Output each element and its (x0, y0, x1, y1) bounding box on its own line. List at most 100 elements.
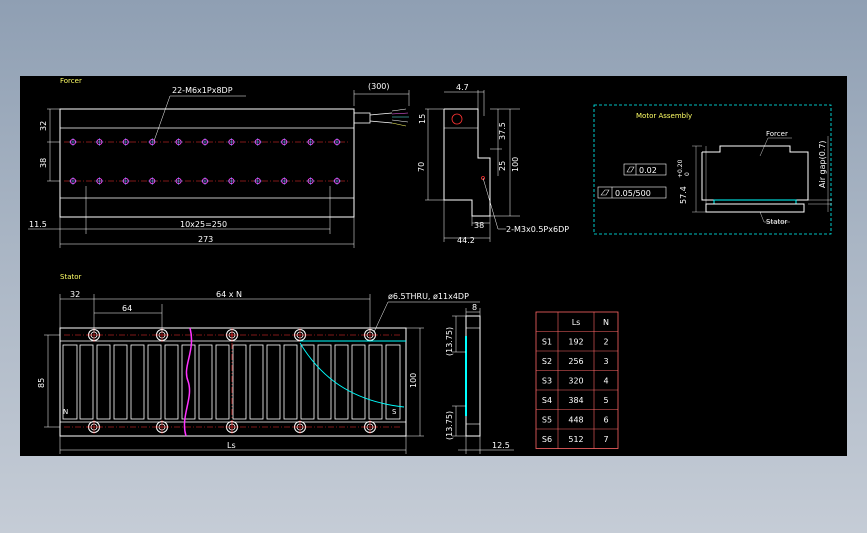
forcer-left-dims (47, 108, 60, 182)
side-dim-100: 100 (511, 157, 520, 172)
motor-stator-label: Stator (766, 218, 788, 226)
forcer-tapped-holes (69, 138, 341, 185)
parallelism-tolerance: 0.05/500 (615, 189, 651, 198)
magnet-segment (283, 344, 298, 420)
forcer-tap-note: 22-M6x1Px8DP (172, 86, 233, 95)
tapped-hole (69, 138, 77, 146)
magnet-segment (198, 344, 213, 420)
tapped-hole (227, 177, 236, 185)
magnet-segment (385, 344, 401, 420)
forcer-cable (353, 90, 410, 127)
tapped-hole (306, 138, 315, 146)
table-cell: 512 (568, 435, 583, 444)
stator-side-dim-bottom: (13.75) (445, 411, 454, 440)
side-dim-70: 70 (417, 162, 426, 172)
magnet-segment (130, 344, 145, 420)
tapped-hole (306, 177, 315, 185)
side-dim-25: 25 (498, 161, 507, 171)
table-cell: 4 (603, 376, 608, 385)
stator-pole-s: S (392, 408, 397, 416)
tapped-hole (121, 138, 130, 146)
table-cell: 2 (603, 337, 608, 346)
magnet-segment (147, 344, 162, 420)
tapped-hole (95, 138, 104, 146)
table-cell: S1 (542, 337, 552, 346)
side-dim-15: 15 (418, 114, 427, 124)
stator-side-dim-8: 8 (472, 303, 477, 312)
magnet-segment (317, 344, 332, 420)
side-screw-note: 2-M3x0.5Px6DP (506, 225, 569, 234)
forcer-section-title: Forcer (60, 77, 82, 85)
mounting-hole (155, 420, 169, 434)
forcer-dim-38: 38 (39, 158, 48, 168)
tapped-hole (174, 138, 183, 146)
magnet-segment (96, 344, 111, 420)
table-cell: 384 (568, 396, 583, 405)
tapped-hole (174, 177, 183, 185)
stator-dim-85: 85 (37, 378, 46, 388)
table-cell: 256 (568, 357, 583, 366)
mounting-hole (293, 328, 307, 342)
table-cell: 7 (603, 435, 608, 444)
table-cell: S5 (542, 415, 552, 424)
mounting-hole (225, 420, 239, 434)
table-cell: 6 (603, 415, 608, 424)
tapped-hole (280, 177, 289, 185)
tapped-hole (201, 138, 209, 146)
motor-forcer-label: Forcer (766, 130, 788, 138)
magnet-segment (249, 344, 264, 420)
magnet-segment (368, 344, 383, 420)
stator-dim-64: 64 (122, 304, 132, 313)
forcer-dim-11-5: 11.5 (29, 220, 47, 229)
mounting-hole (87, 420, 101, 434)
magnet-segment (79, 344, 94, 420)
stator-break-line (183, 327, 193, 437)
stator-dim-100: 100 (409, 373, 418, 388)
mounting-hole (293, 420, 307, 434)
magnet-segment (215, 344, 230, 420)
tapped-hole (227, 138, 236, 146)
stator-section-title: Stator (60, 273, 82, 281)
stator-dim-64xN: 64 x N (216, 290, 242, 299)
stator-side-dim-12-5: 12.5 (492, 441, 510, 450)
tapped-hole (253, 138, 262, 146)
stator-length-label: Ls (227, 441, 236, 450)
assembly-tol-lower: 0 (684, 172, 691, 176)
motor-assembly-title: Motor Assembly (636, 112, 692, 120)
magnet-segment (113, 344, 128, 420)
table-cell: S3 (542, 376, 552, 385)
tapped-hole (148, 138, 157, 146)
cable-length-dim: (300) (368, 82, 390, 91)
forcer-dim-32: 32 (39, 121, 48, 131)
tapped-hole (333, 138, 341, 146)
magnet-segment (181, 344, 196, 420)
assembly-height: 57.4 (679, 186, 688, 204)
stator-cut-curve (299, 342, 405, 408)
table-header-cell: N (603, 318, 609, 327)
magnet-segment (351, 344, 366, 420)
tapped-hole (148, 177, 157, 185)
forcer-dim-273: 273 (198, 235, 213, 244)
forcer-dim-pitch: 10x25=250 (180, 220, 227, 229)
tapped-hole (69, 177, 77, 185)
cad-canvas: Forcer (300) 22-M6x1Px8DP 32 38 (20, 76, 847, 456)
forcer-bottom-dims (28, 186, 355, 248)
magnet-segment (266, 344, 281, 420)
motor-assembly-section (597, 136, 832, 223)
drawing-svg: Forcer (300) 22-M6x1Px8DP 32 38 (28, 77, 832, 454)
magnet-segment (300, 344, 315, 420)
stator-side-dim-top: (13.75) (445, 327, 454, 356)
magnet-segment (164, 344, 179, 420)
side-dim-37-5: 37.5 (498, 122, 507, 140)
table-cell: 192 (568, 337, 583, 346)
magnet-segment (62, 344, 78, 420)
side-dim-44-2: 44.2 (457, 236, 475, 245)
stator-magnets (62, 344, 401, 420)
mounting-hole (225, 328, 239, 342)
forcer-side-view (425, 90, 520, 242)
magnet-segment (334, 344, 349, 420)
tapped-hole (121, 177, 130, 185)
tapped-hole (95, 177, 104, 185)
table-cell: S6 (542, 435, 552, 444)
